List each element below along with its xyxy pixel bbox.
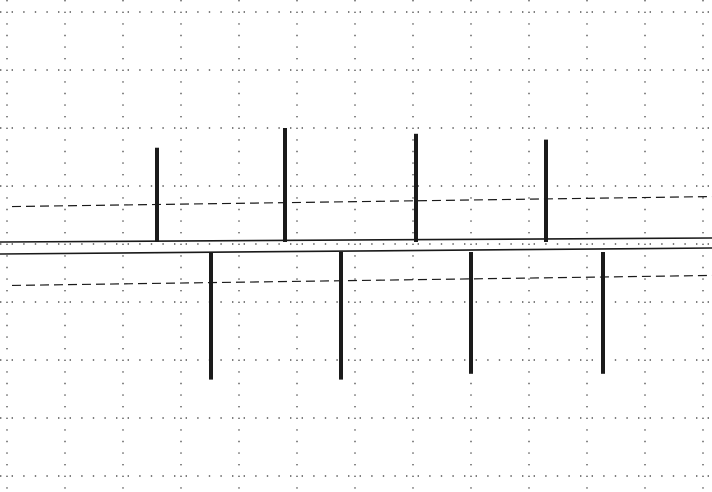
positive-spike-2 bbox=[283, 128, 287, 242]
baseline-upper-rule bbox=[0, 237, 712, 243]
positive-spike-4 bbox=[544, 139, 548, 242]
negative-spike-2 bbox=[339, 252, 343, 380]
negative-spike-4 bbox=[601, 252, 605, 374]
spike-marks bbox=[155, 128, 605, 380]
negative-spike-3 bbox=[469, 252, 473, 374]
baseline-lower-rule bbox=[0, 247, 712, 255]
positive-spike-3 bbox=[414, 133, 418, 242]
reference-lines bbox=[11, 195, 712, 287]
baseline-axis bbox=[0, 237, 712, 255]
reference-line-1 bbox=[11, 195, 712, 208]
reference-line-2 bbox=[11, 274, 712, 287]
negative-spike-1 bbox=[209, 252, 213, 380]
positive-spike-1 bbox=[155, 147, 159, 242]
